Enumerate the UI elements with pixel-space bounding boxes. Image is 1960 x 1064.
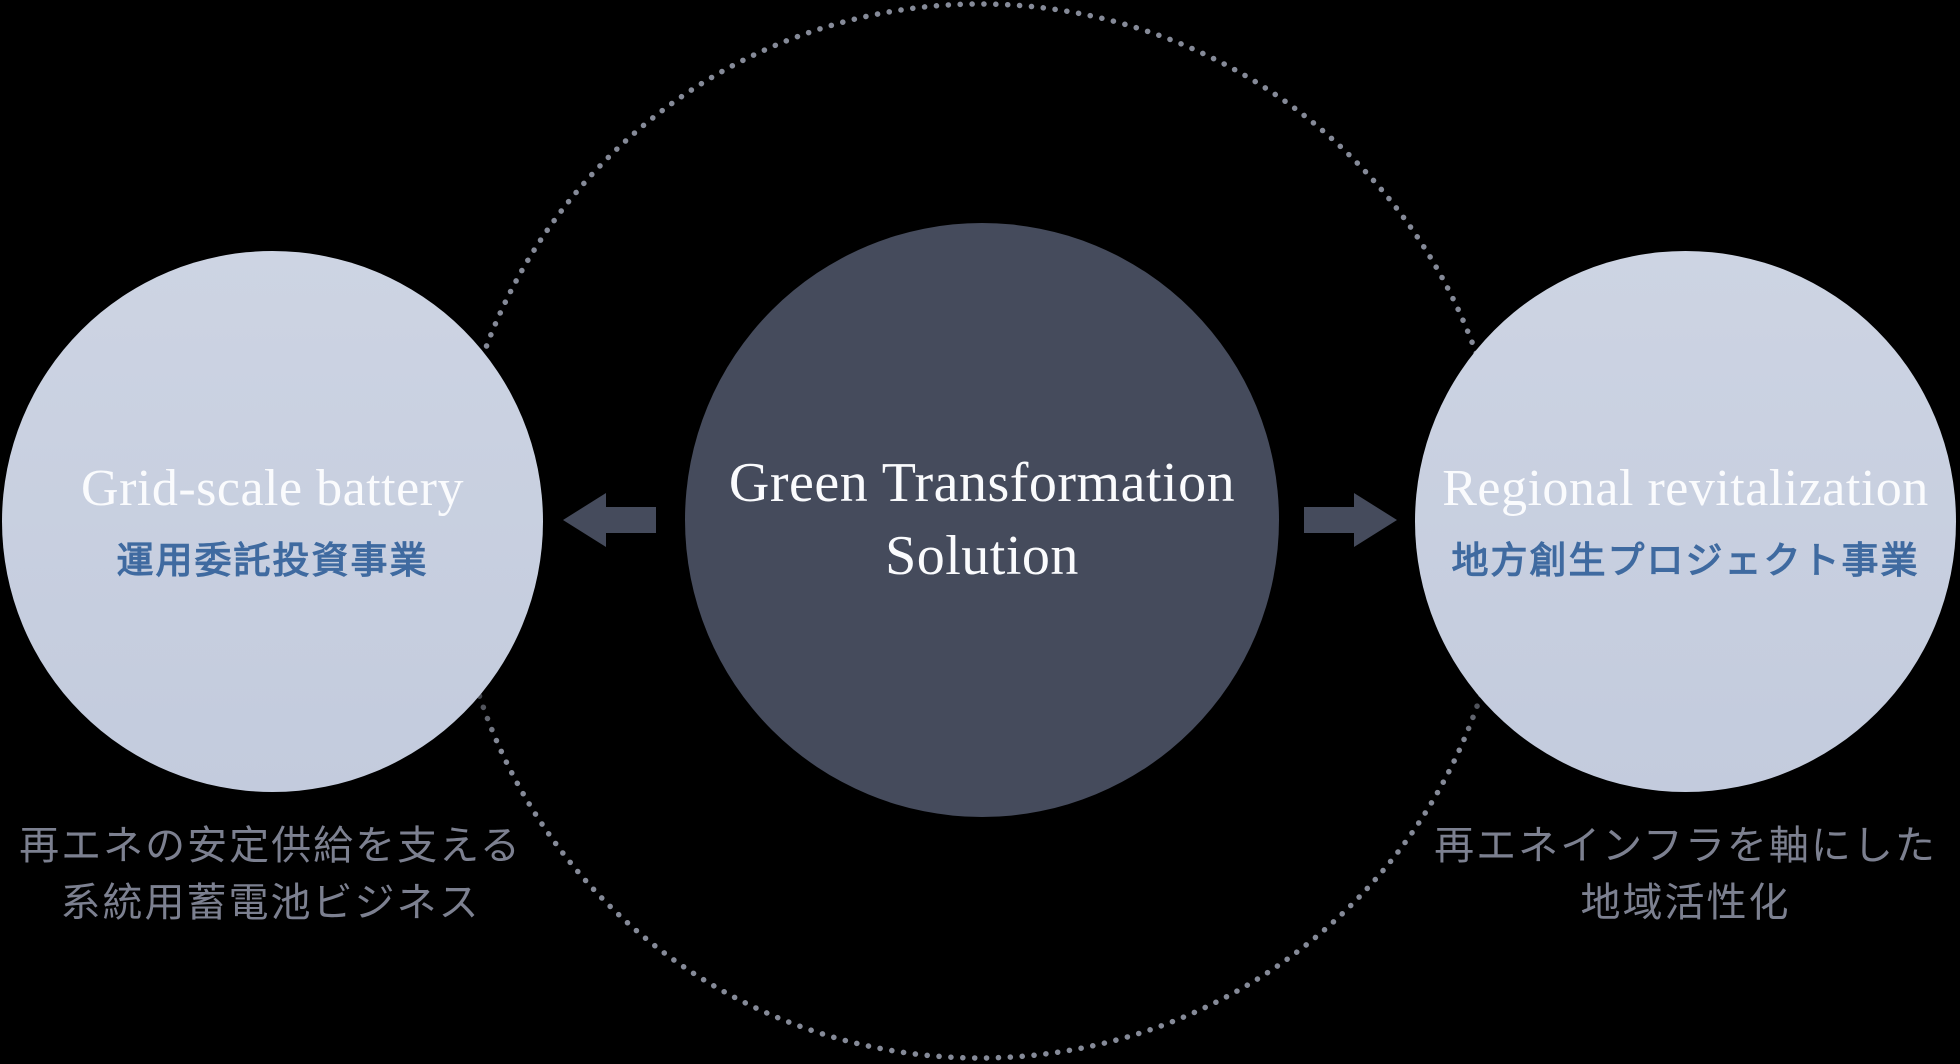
arrow-left-icon: [563, 493, 656, 547]
caption-line: 地域活性化: [1580, 881, 1791, 925]
regional-revitalization-title: Regional revitalization: [1442, 459, 1929, 517]
grid-scale-battery-circle: Grid-scale battery 運用委託投資事業: [2, 251, 543, 792]
center-title-line1: Green Transformation: [728, 452, 1236, 515]
regional-revitalization-circle: Regional revitalization 地方創生プロジェクト事業: [1415, 251, 1956, 792]
green-transformation-circle: Green Transformation Solution: [685, 223, 1279, 817]
grid-scale-battery-title: Grid-scale battery: [81, 459, 464, 517]
arrow-right-icon: [1304, 493, 1397, 547]
caption-line: 系統用蓄電池ビジネス: [60, 881, 481, 925]
grid-scale-battery-subtitle: 運用委託投資事業: [116, 540, 429, 582]
caption-line: 再エネインフラを軸にした: [1434, 824, 1937, 868]
grid-scale-battery-caption: 再エネの安定供給を支える 系統用蓄電池ビジネス: [0, 818, 541, 932]
center-title-line2: Solution: [885, 525, 1079, 587]
regional-revitalization-subtitle: 地方創生プロジェクト事業: [1451, 540, 1920, 582]
caption-line: 再エネの安定供給を支える: [19, 824, 522, 868]
regional-revitalization-caption: 再エネインフラを軸にした 地域活性化: [1415, 818, 1956, 932]
